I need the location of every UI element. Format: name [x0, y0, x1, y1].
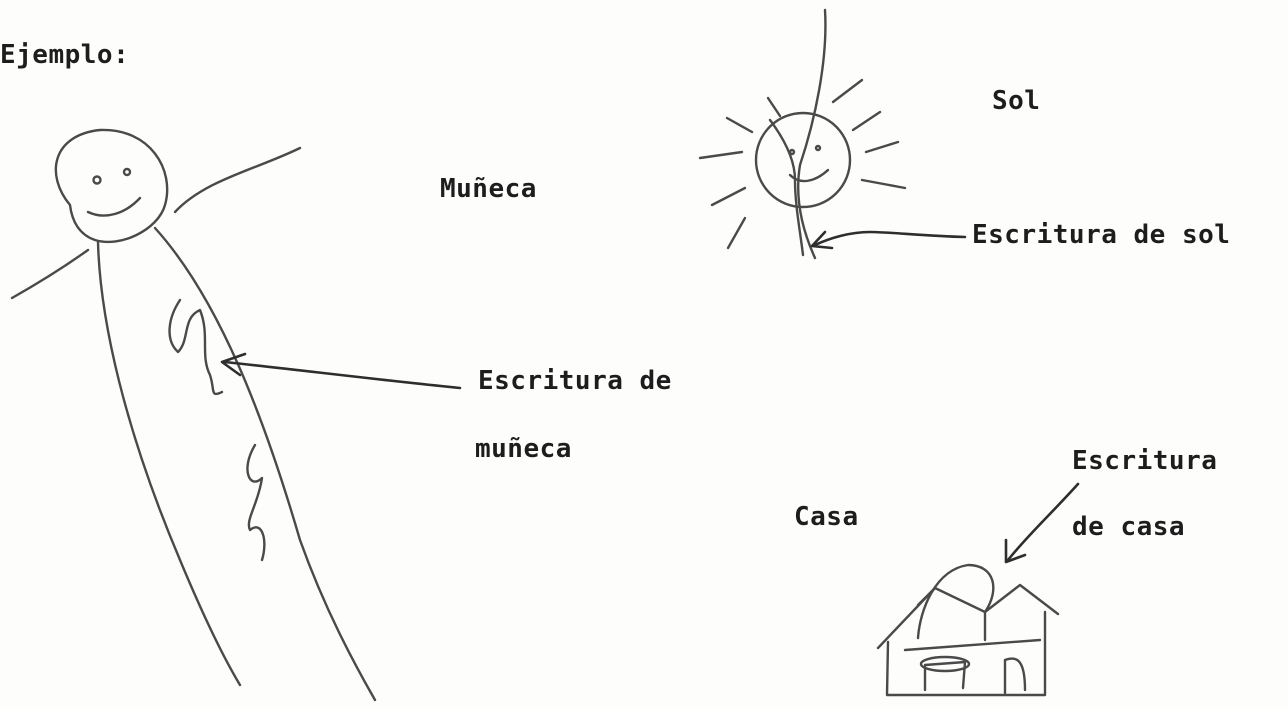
doll-writing-label-line2: muñeca [475, 434, 572, 464]
sun-drawing [698, 8, 907, 260]
house-writing-label-line1: Escritura [1072, 446, 1218, 476]
sun-writing-label: Escritura de sol [972, 220, 1231, 250]
house-writing-arrow [1004, 482, 1080, 564]
doll-drawing [10, 128, 377, 702]
house-label: Casa [794, 502, 859, 532]
sun-label: Sol [992, 86, 1041, 116]
house-writing-label-line2: de casa [1072, 512, 1186, 542]
house-drawing [876, 563, 1060, 697]
sun-writing-arrow [810, 230, 967, 250]
doll-writing-label-line1: Escritura de [478, 366, 672, 396]
doll-writing-arrow [220, 352, 462, 390]
heading-label: Ejemplo: [0, 40, 130, 70]
doll-label: Muñeca [440, 174, 537, 204]
